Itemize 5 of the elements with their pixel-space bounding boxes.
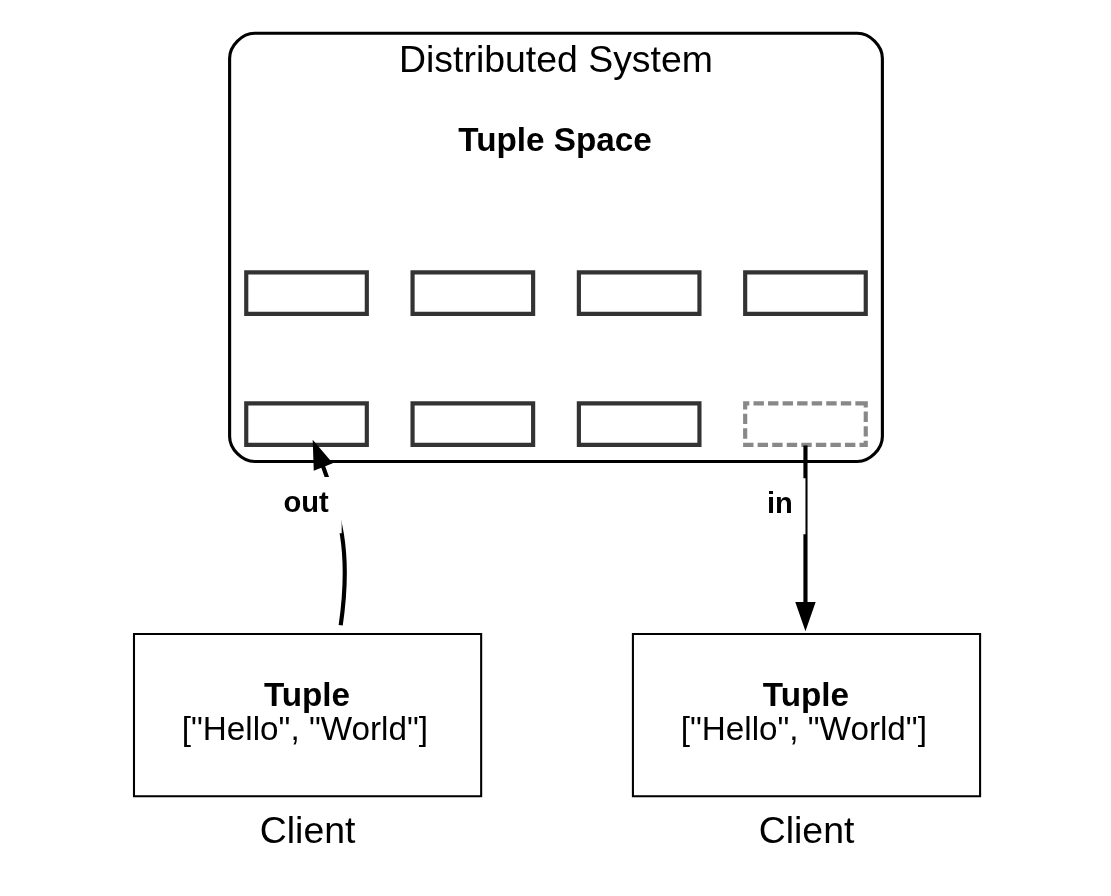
node-label: Client xyxy=(758,808,854,851)
edge-label: in xyxy=(766,486,793,519)
node-text: Tuple Space xyxy=(457,121,652,159)
edge-label: out xyxy=(282,485,329,518)
node-label: Client xyxy=(259,808,355,851)
